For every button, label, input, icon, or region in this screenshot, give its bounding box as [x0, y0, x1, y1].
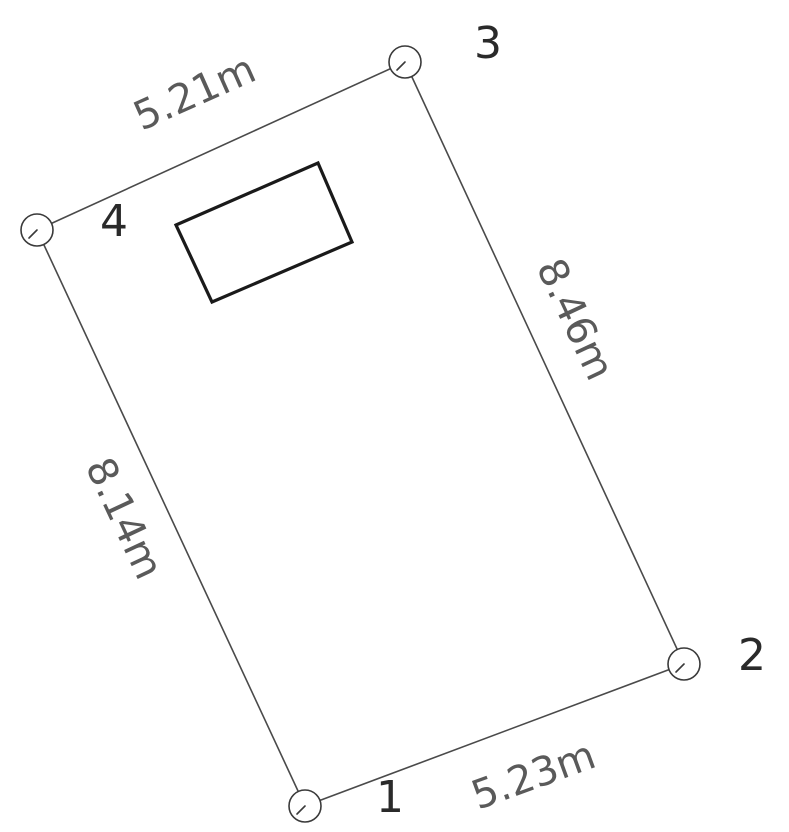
- station-marker-1: [288, 789, 322, 823]
- vertex-label-3: 3: [474, 18, 502, 69]
- dimension-label-1-2: 5.23m: [466, 732, 602, 819]
- dimension-label-3-4: 5.21m: [127, 46, 263, 140]
- vertex-label-1: 1: [376, 772, 404, 823]
- station-tick: [675, 663, 685, 673]
- side-1-2: [304, 663, 685, 807]
- building-outline: [173, 160, 355, 305]
- station-marker-3: [388, 45, 422, 79]
- station-tick: [396, 61, 406, 71]
- side-2-3: [404, 61, 685, 665]
- plot-boundary: [36, 61, 685, 807]
- station-marker-4: [20, 213, 54, 247]
- station-tick: [296, 805, 306, 815]
- side-4-1: [36, 229, 306, 807]
- vertex-label-4: 4: [100, 196, 128, 247]
- dimension-label-4-1: 8.14m: [76, 451, 172, 586]
- station-marker-2: [667, 647, 701, 681]
- side-3-4: [36, 61, 406, 231]
- dimension-label-2-3: 8.46m: [527, 252, 623, 387]
- vertex-label-2: 2: [738, 630, 766, 681]
- station-tick: [28, 229, 38, 239]
